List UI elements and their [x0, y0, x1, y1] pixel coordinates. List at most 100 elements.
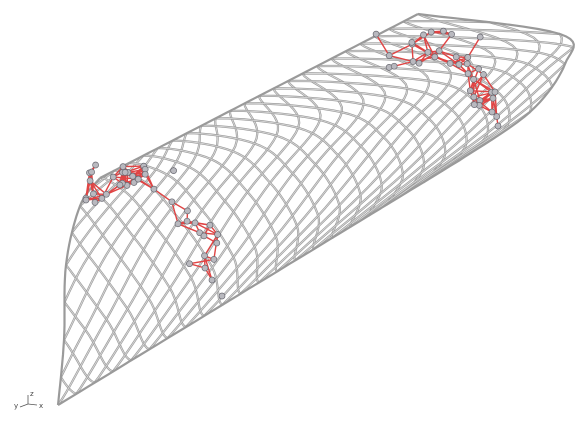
joint-node — [452, 53, 460, 61]
lattice-edge-base — [57, 159, 461, 406]
member-path — [106, 184, 128, 195]
joint-node — [186, 260, 193, 268]
member-path — [389, 54, 414, 63]
joint-node — [91, 199, 99, 206]
joint-node — [470, 75, 477, 83]
lattice-member-highlight — [374, 35, 574, 48]
joint-node — [372, 30, 380, 38]
joint-node — [476, 33, 484, 41]
joint-node — [390, 62, 398, 70]
lattice-member-highlight — [143, 155, 260, 283]
lattice-member-highlight — [75, 110, 238, 395]
lattice-member-highlight — [386, 63, 566, 205]
member-path — [388, 43, 413, 57]
axis-triad-icon: z y x — [14, 390, 43, 410]
axis-y-label: y — [14, 402, 18, 410]
member-path — [467, 36, 481, 58]
joint-node — [385, 52, 393, 59]
joint-node — [470, 101, 478, 108]
lattice-member-highlight — [360, 43, 566, 65]
lattice-member-highlight — [244, 102, 404, 205]
joint-node — [109, 173, 117, 181]
joint-node — [463, 60, 471, 68]
member-path — [438, 50, 460, 66]
joint-node — [191, 219, 199, 227]
joint-node — [214, 231, 221, 238]
joint-node — [218, 292, 226, 300]
lattice-member-highlight — [230, 110, 383, 216]
lattice-member-highlight — [186, 132, 320, 250]
lattice-member-highlight — [130, 88, 300, 361]
member-path — [482, 74, 496, 93]
joint-node — [455, 61, 463, 68]
lattice-grid — [56, 12, 575, 406]
joint-node — [121, 169, 129, 176]
joint-node — [168, 198, 176, 206]
joint-node — [208, 276, 216, 284]
joint-node — [119, 163, 127, 170]
joint-node — [480, 71, 487, 78]
axis-x-label: x — [39, 402, 43, 410]
joint-node — [183, 217, 191, 225]
member-path — [177, 223, 200, 234]
member-path — [438, 33, 453, 52]
member-path — [122, 165, 144, 168]
member-path — [427, 51, 451, 65]
member-path — [418, 50, 440, 64]
lattice-member — [75, 110, 239, 395]
lattice-member-highlight — [201, 125, 341, 239]
joint-node — [150, 185, 158, 193]
joint-node — [130, 179, 138, 186]
joint-node — [129, 172, 137, 180]
joint-node — [464, 54, 472, 61]
joint-node — [201, 252, 208, 260]
joint-node — [213, 239, 221, 247]
joint-node — [448, 30, 455, 38]
lattice-member-highlight — [404, 86, 553, 194]
member-path — [203, 234, 219, 257]
lattice-member-highlight — [172, 140, 299, 261]
joint-node — [103, 190, 110, 198]
lattice-member-highlight — [215, 117, 362, 228]
joint-node — [440, 27, 447, 35]
joint-node — [141, 170, 149, 178]
joint-node — [464, 70, 472, 77]
joint-node — [491, 88, 499, 96]
joint-node — [116, 181, 124, 189]
joint-node — [174, 220, 182, 228]
joint-node — [466, 87, 474, 95]
joint-node — [90, 190, 97, 198]
member-path — [186, 220, 211, 226]
member-path — [422, 34, 436, 58]
member-path — [412, 56, 435, 63]
lattice-member-highlight — [128, 162, 241, 294]
member-path — [411, 31, 432, 45]
joint-node — [200, 232, 208, 240]
joint-node — [494, 122, 502, 130]
member-path — [189, 258, 215, 265]
member-path — [375, 33, 390, 56]
member-path — [469, 74, 485, 92]
lattice-edge-crown — [99, 13, 419, 179]
lattice-edge-end — [417, 12, 575, 161]
lattice-member — [130, 88, 301, 362]
joint-node — [170, 167, 177, 174]
lattice-member-highlight — [157, 147, 279, 272]
lattice-member-highlight — [368, 46, 574, 217]
joint-node — [488, 108, 496, 116]
joint-node — [424, 48, 432, 56]
joint-node — [409, 58, 417, 65]
joint-node — [210, 256, 218, 263]
joint-node — [446, 60, 454, 67]
member-path — [194, 222, 218, 236]
joint-node — [427, 28, 435, 36]
lattice-member-highlight — [258, 95, 425, 194]
lattice-member-highlight — [403, 20, 489, 23]
joint-node — [86, 177, 94, 185]
member-path — [153, 188, 173, 203]
lattice-member-highlight — [345, 50, 553, 88]
joint-node — [82, 196, 90, 204]
joint-node — [435, 47, 443, 55]
